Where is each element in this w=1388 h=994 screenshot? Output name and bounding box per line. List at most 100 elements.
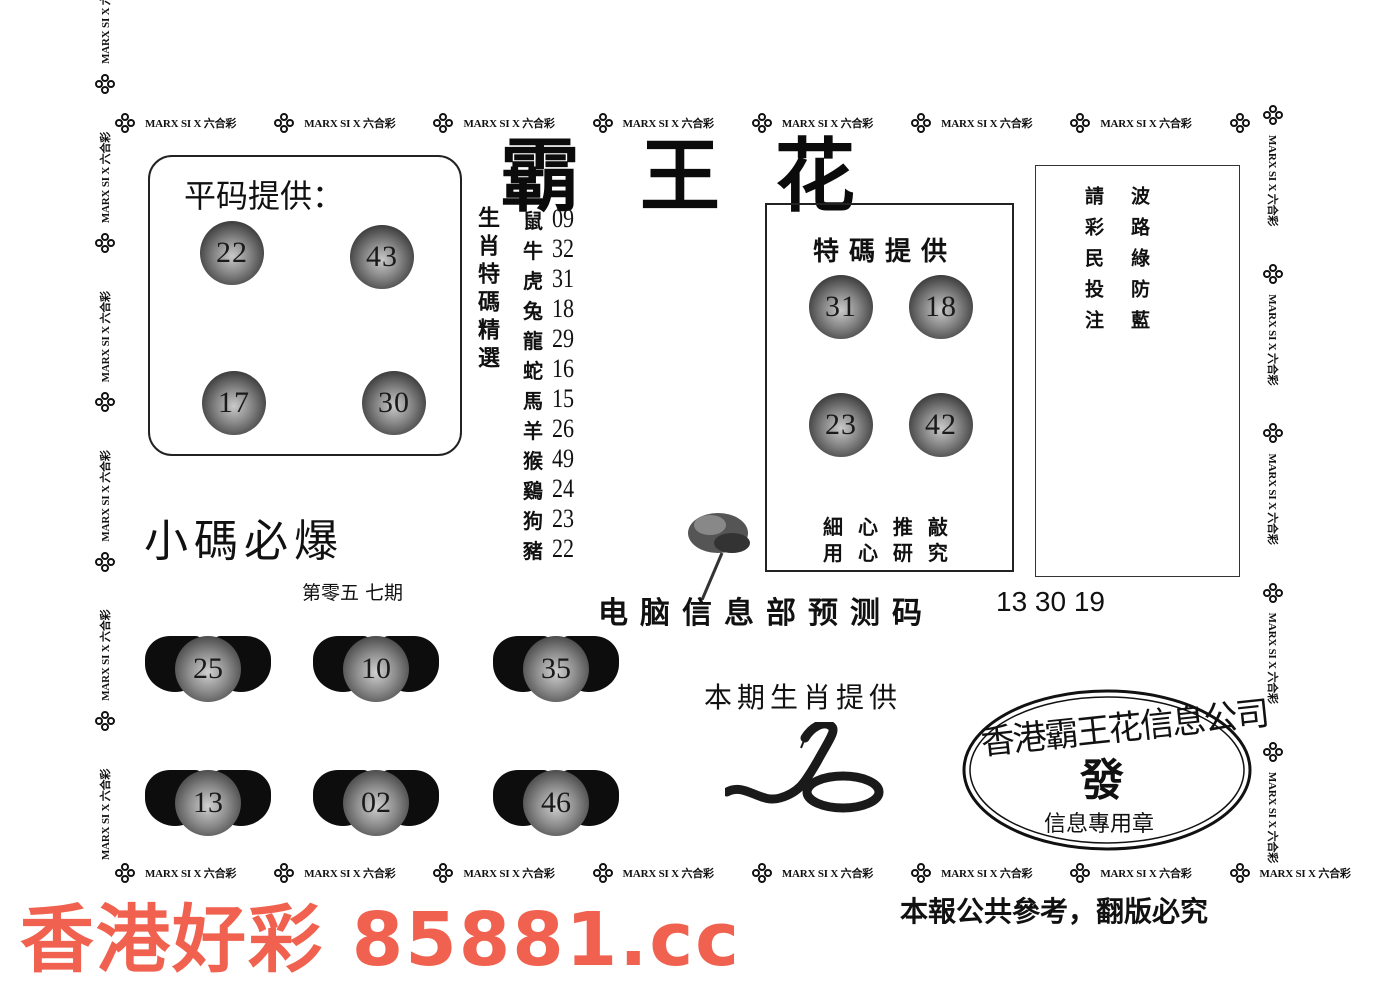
zodiac-number: 26	[552, 414, 575, 443]
zodiac-number: 16	[552, 354, 575, 383]
border-label: MARX SI X 六合彩	[1266, 771, 1278, 864]
ingot-label: 25	[175, 636, 241, 702]
top-border-strip: MARX SI X 六合彩 MARX SI X 六合彩 MARX SI X 六合…	[115, 108, 1260, 138]
zodiac-animal: 鼠	[523, 208, 543, 233]
flower-icon	[1263, 423, 1283, 444]
flower-icon	[1229, 863, 1250, 883]
border-label: MARX SI X 六合彩	[145, 118, 237, 130]
flower-icon	[592, 113, 613, 133]
zodiac-row: 蛇 16	[514, 354, 578, 384]
border-label: MARX SI X 六合彩	[1100, 868, 1192, 880]
border-label: MARX SI X 六合彩	[100, 131, 112, 224]
flower-icon	[751, 863, 772, 883]
ingot-number: 10	[313, 628, 439, 702]
number-ball: 23	[809, 393, 873, 457]
zodiac-animal: 兔	[523, 298, 543, 323]
flower-icon	[1263, 264, 1283, 285]
zodiac-animal: 龍	[523, 328, 543, 353]
ingot-label: 10	[343, 636, 409, 702]
zodiac-number: 23	[552, 504, 575, 533]
zodiac-number: 31	[552, 264, 575, 293]
flower-icon	[592, 863, 613, 883]
border-label: MARX SI X 六合彩	[1259, 868, 1351, 880]
zodiac-animal: 蛇	[523, 358, 543, 383]
stamp-ring-icon	[962, 689, 1252, 851]
computer-prediction-codes: 13 30 19	[996, 586, 1105, 617]
flower-icon	[274, 113, 295, 133]
small-code-title: 小碼必爆	[144, 516, 344, 567]
zodiac-row: 猴 49	[514, 444, 578, 474]
border-label: MARX SI X 六合彩	[781, 118, 874, 130]
border-label: MARX SI X 六合彩	[622, 118, 714, 130]
border-label: MARX SI X 六合彩	[622, 868, 714, 880]
zodiac-row: 虎 31	[514, 264, 578, 294]
border-label: MARX SI X 六合彩	[941, 118, 1033, 130]
computer-prediction-label: 电脑信息部预测码	[598, 596, 934, 631]
zodiac-row: 羊 26	[514, 414, 578, 444]
zodiac-animal: 鷄	[523, 478, 543, 503]
border-label: MARX SI X 六合彩	[463, 868, 555, 880]
zodiac-row: 豬 22	[514, 534, 578, 564]
watermark: 香港好彩 85881.cc	[20, 897, 742, 983]
zodiac-pick-label: 本期生肖提供	[704, 681, 903, 714]
number-ball: 17	[202, 371, 266, 435]
zodiac-number: 49	[552, 444, 575, 473]
ingot-number: 02	[313, 762, 439, 836]
flower-icon	[433, 113, 454, 133]
flower-icon	[1229, 113, 1250, 133]
zodiac-animal: 猴	[523, 448, 543, 473]
zodiac-number: 22	[552, 534, 575, 563]
zodiac-number: 29	[552, 324, 575, 353]
stamp-center-char: 發	[1080, 755, 1124, 806]
company-stamp: 香港霸王花信息公司 發 信息專用章	[960, 688, 1270, 853]
bottom-border-strip: MARX SI X 六合彩 MARX SI X 六合彩 MARX SI X 六合…	[115, 858, 1388, 888]
zodiac-animal: 豬	[523, 538, 543, 563]
ingot-number: 35	[493, 628, 619, 702]
flower-icon	[115, 113, 135, 133]
zodiac-row: 龍 29	[514, 324, 578, 354]
border-label: MARX SI X 六合彩	[100, 291, 112, 383]
border-label: MARX SI X 六合彩	[941, 868, 1033, 880]
ping-ma-panel: 平码提供： 22 43 17 30	[148, 155, 462, 456]
ingot-number: 25	[145, 628, 271, 702]
te-ma-footer-line1: 細 心 推 敲	[823, 515, 952, 539]
flower-icon	[1070, 863, 1091, 883]
zodiac-animal: 羊	[523, 418, 543, 443]
te-ma-label: 特碼提供	[813, 237, 958, 267]
ingot-number: 46	[493, 762, 619, 836]
right-border-strip: MARX SI X 六合彩 MARX SI X 六合彩 MARX SI X 六合…	[1258, 105, 1288, 901]
zodiac-number: 32	[552, 234, 575, 263]
flower-icon	[911, 113, 932, 133]
ingot-label: 46	[523, 770, 589, 836]
zodiac-number: 09	[552, 204, 575, 233]
zodiac-animal: 牛	[523, 238, 543, 263]
border-label: MARX SI X 六合彩	[145, 868, 237, 880]
copyright-notice: 本報公共參考，翻版必究	[900, 895, 1209, 928]
stamp-bottom-text: 信息專用章	[1044, 812, 1155, 837]
flower-icon	[1263, 741, 1283, 762]
te-ma-panel: 特碼提供 31 18 23 42 細 心 推 敲 用 心 研 究	[765, 203, 1014, 572]
number-ball: 43	[350, 225, 414, 289]
number-ball: 18	[909, 275, 973, 339]
number-ball: 22	[200, 221, 264, 285]
flower-icon	[115, 863, 135, 883]
zodiac-animal: 虎	[523, 268, 543, 293]
flower-icon	[95, 710, 115, 731]
left-border-strip: MARX SI X 六合彩 MARX SI X 六合彩 MARX SI X 六合…	[90, 0, 120, 860]
number-ball: 31	[809, 275, 873, 339]
period-label: 第零五 七期	[302, 582, 404, 604]
number-ball: 42	[909, 393, 973, 457]
zodiac-animal: 狗	[523, 508, 543, 533]
flower-icon	[751, 113, 772, 133]
zodiac-row: 狗 23	[514, 504, 578, 534]
title-char: 霸	[500, 129, 580, 223]
border-label: MARX SI X 六合彩	[100, 450, 112, 542]
flower-icon	[1070, 113, 1091, 133]
ingot-label: 13	[175, 770, 241, 836]
zodiac-row: 鼠 09	[514, 204, 578, 234]
border-label: MARX SI X 六合彩	[100, 768, 112, 860]
flower-icon	[1263, 582, 1283, 603]
te-ma-footer-line2: 用 心 研 究	[823, 541, 952, 565]
